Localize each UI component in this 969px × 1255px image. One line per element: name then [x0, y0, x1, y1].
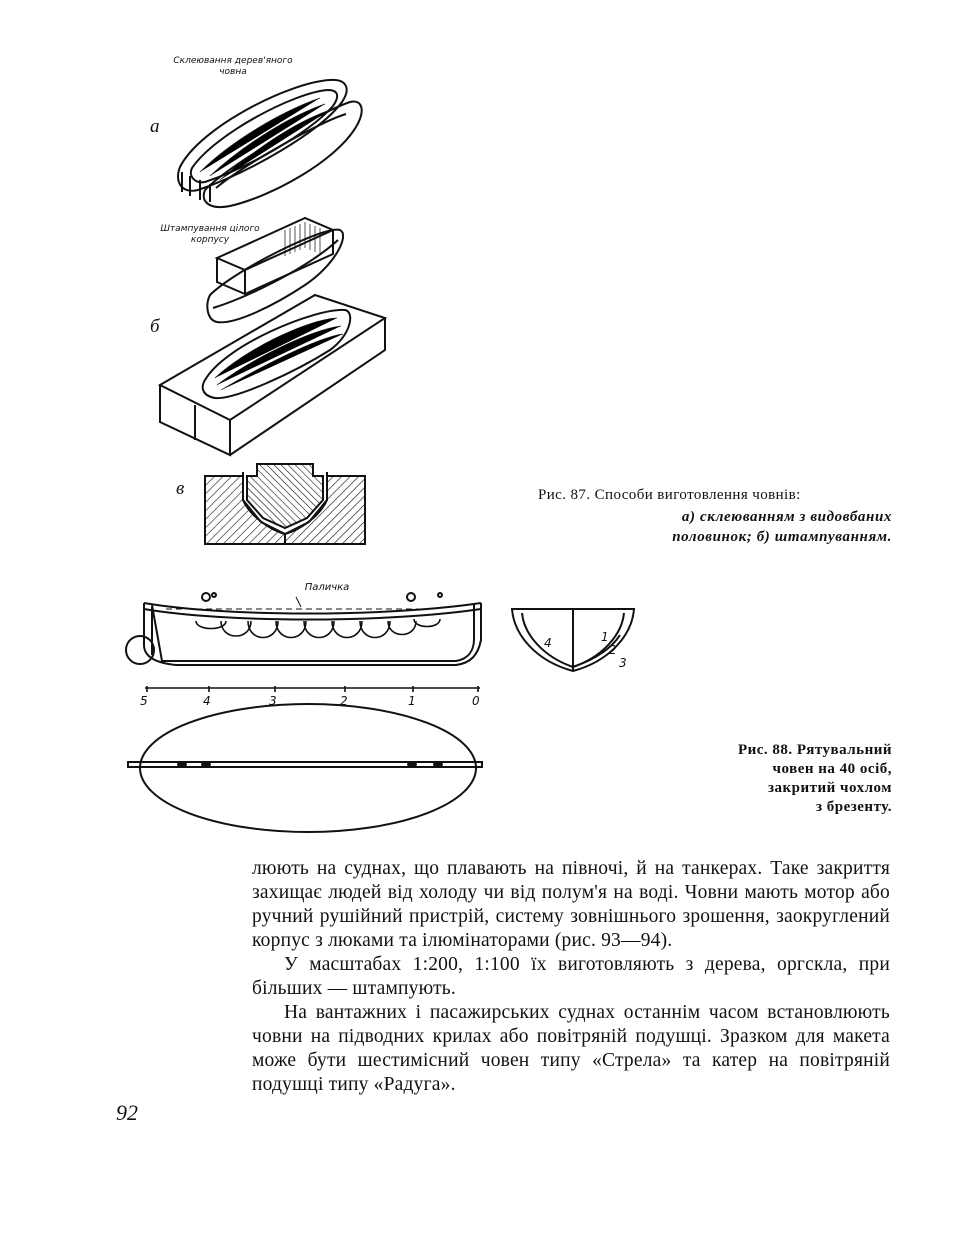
figure87-glued-boat-drawing [177, 78, 363, 208]
figure87-label-b: Штампування цілого корпусу [160, 224, 260, 245]
figure88-section-mark-3: 3 [619, 656, 627, 670]
figure88-side-view-drawing [125, 592, 482, 666]
figure87-label-a: Склеювання дерев'яного човна [173, 56, 293, 77]
figure88-section-mark-1: 1 [601, 630, 609, 644]
figure87-cross-section-drawing [204, 463, 366, 545]
figure87-letter-a: а [150, 116, 160, 137]
figure87-caption-line3: половинок; б) штампуванням. [672, 529, 892, 545]
paragraph-3: На вантажних і пасажирських суднах остан… [252, 1002, 890, 1095]
figure87-stamping-drawing [157, 216, 388, 457]
figure88-caption-line2: човен на 40 осіб, [772, 761, 892, 777]
figure88-section-mark-2: 2 [609, 643, 617, 657]
figure87-caption-line2: а) склеюванням з видовбаних [681, 509, 892, 525]
paragraph-2: У масштабах 1:200, 1:100 їх виготовляють… [252, 954, 890, 999]
figure88-top-view-drawing [127, 703, 483, 833]
figure88-label-rod: Паличка [304, 582, 350, 593]
figure88-scale-0: 0 [472, 694, 480, 708]
figure88-scale-2: 2 [340, 694, 348, 708]
page-number: 92 [116, 1100, 138, 1125]
figure88-section-view-drawing [510, 608, 636, 673]
figure88-caption-line1: Рис. 88. Рятувальний [737, 742, 892, 758]
figure87-letter-b: б [150, 316, 160, 337]
figure88-scale-3: 3 [269, 694, 277, 708]
figure88-scale-4: 4 [203, 694, 211, 708]
paragraph-1: люють на суднах, що плавають на півночі,… [252, 858, 890, 951]
figure88-caption-line4: з брезенту. [815, 799, 892, 815]
figure87-letter-v: в [176, 478, 185, 499]
figure88-scale-5: 5 [140, 694, 148, 708]
figure88-scale-bar [145, 686, 480, 692]
figure87-caption-title: Рис. 87. Способи виготовлення човнів: [538, 487, 801, 503]
figure88-scale-1: 1 [408, 694, 416, 708]
figure88-caption-line3: закритий чохлом [768, 780, 892, 796]
figure88-section-mark-4: 4 [544, 636, 552, 650]
body-text: люють на суднах, що плавають на півночі,… [252, 857, 890, 1097]
